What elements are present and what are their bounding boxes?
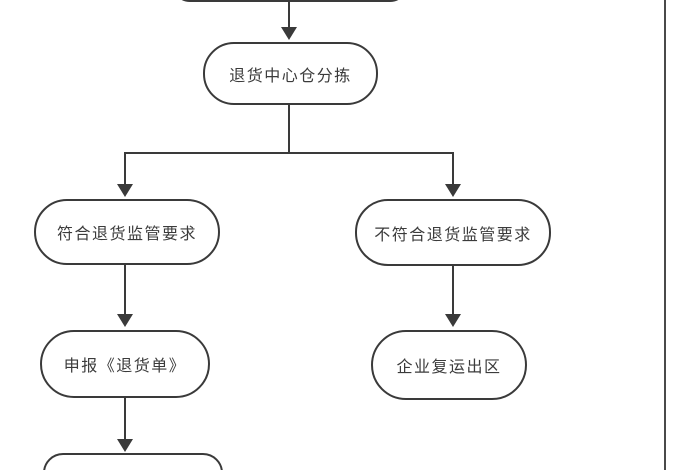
node-label: 符合退货监管要求	[56, 224, 197, 243]
arrow-down-icon	[445, 184, 461, 197]
node-label: 退货中心仓分拣	[229, 65, 352, 85]
node-bottom-partial	[43, 453, 223, 470]
connector-notmeets-to-reship	[452, 266, 454, 314]
connector-sorting-stem	[288, 105, 290, 153]
connector-top-to-sorting	[288, 2, 290, 28]
arrow-down-icon	[445, 314, 461, 327]
node-label: 申报《退货单》	[63, 356, 187, 375]
arrow-down-icon	[117, 439, 133, 452]
node-label: 不符合退货监管要求	[374, 224, 532, 244]
arrow-down-icon	[117, 184, 133, 197]
arrow-down-icon	[117, 314, 133, 327]
node-not-meets-requirements: 不符合退货监管要求	[355, 199, 551, 266]
arrow-down-icon	[281, 27, 297, 40]
node-label: 企业复运出区	[396, 357, 502, 376]
connector-branch-line	[124, 152, 454, 154]
node-return-center-sorting: 退货中心仓分拣	[203, 42, 378, 105]
node-meets-requirements: 符合退货监管要求	[34, 199, 220, 265]
node-declare-return-form: 申报《退货单》	[40, 330, 210, 398]
connector-meets-to-declare	[124, 265, 126, 314]
connector-branch-right	[452, 152, 454, 184]
connector-branch-left	[124, 152, 126, 184]
connector-declare-to-bottom	[124, 398, 126, 439]
node-top-partial	[172, 0, 408, 2]
right-edge-line	[664, 0, 666, 470]
node-enterprise-reship-out: 企业复运出区	[371, 330, 527, 400]
